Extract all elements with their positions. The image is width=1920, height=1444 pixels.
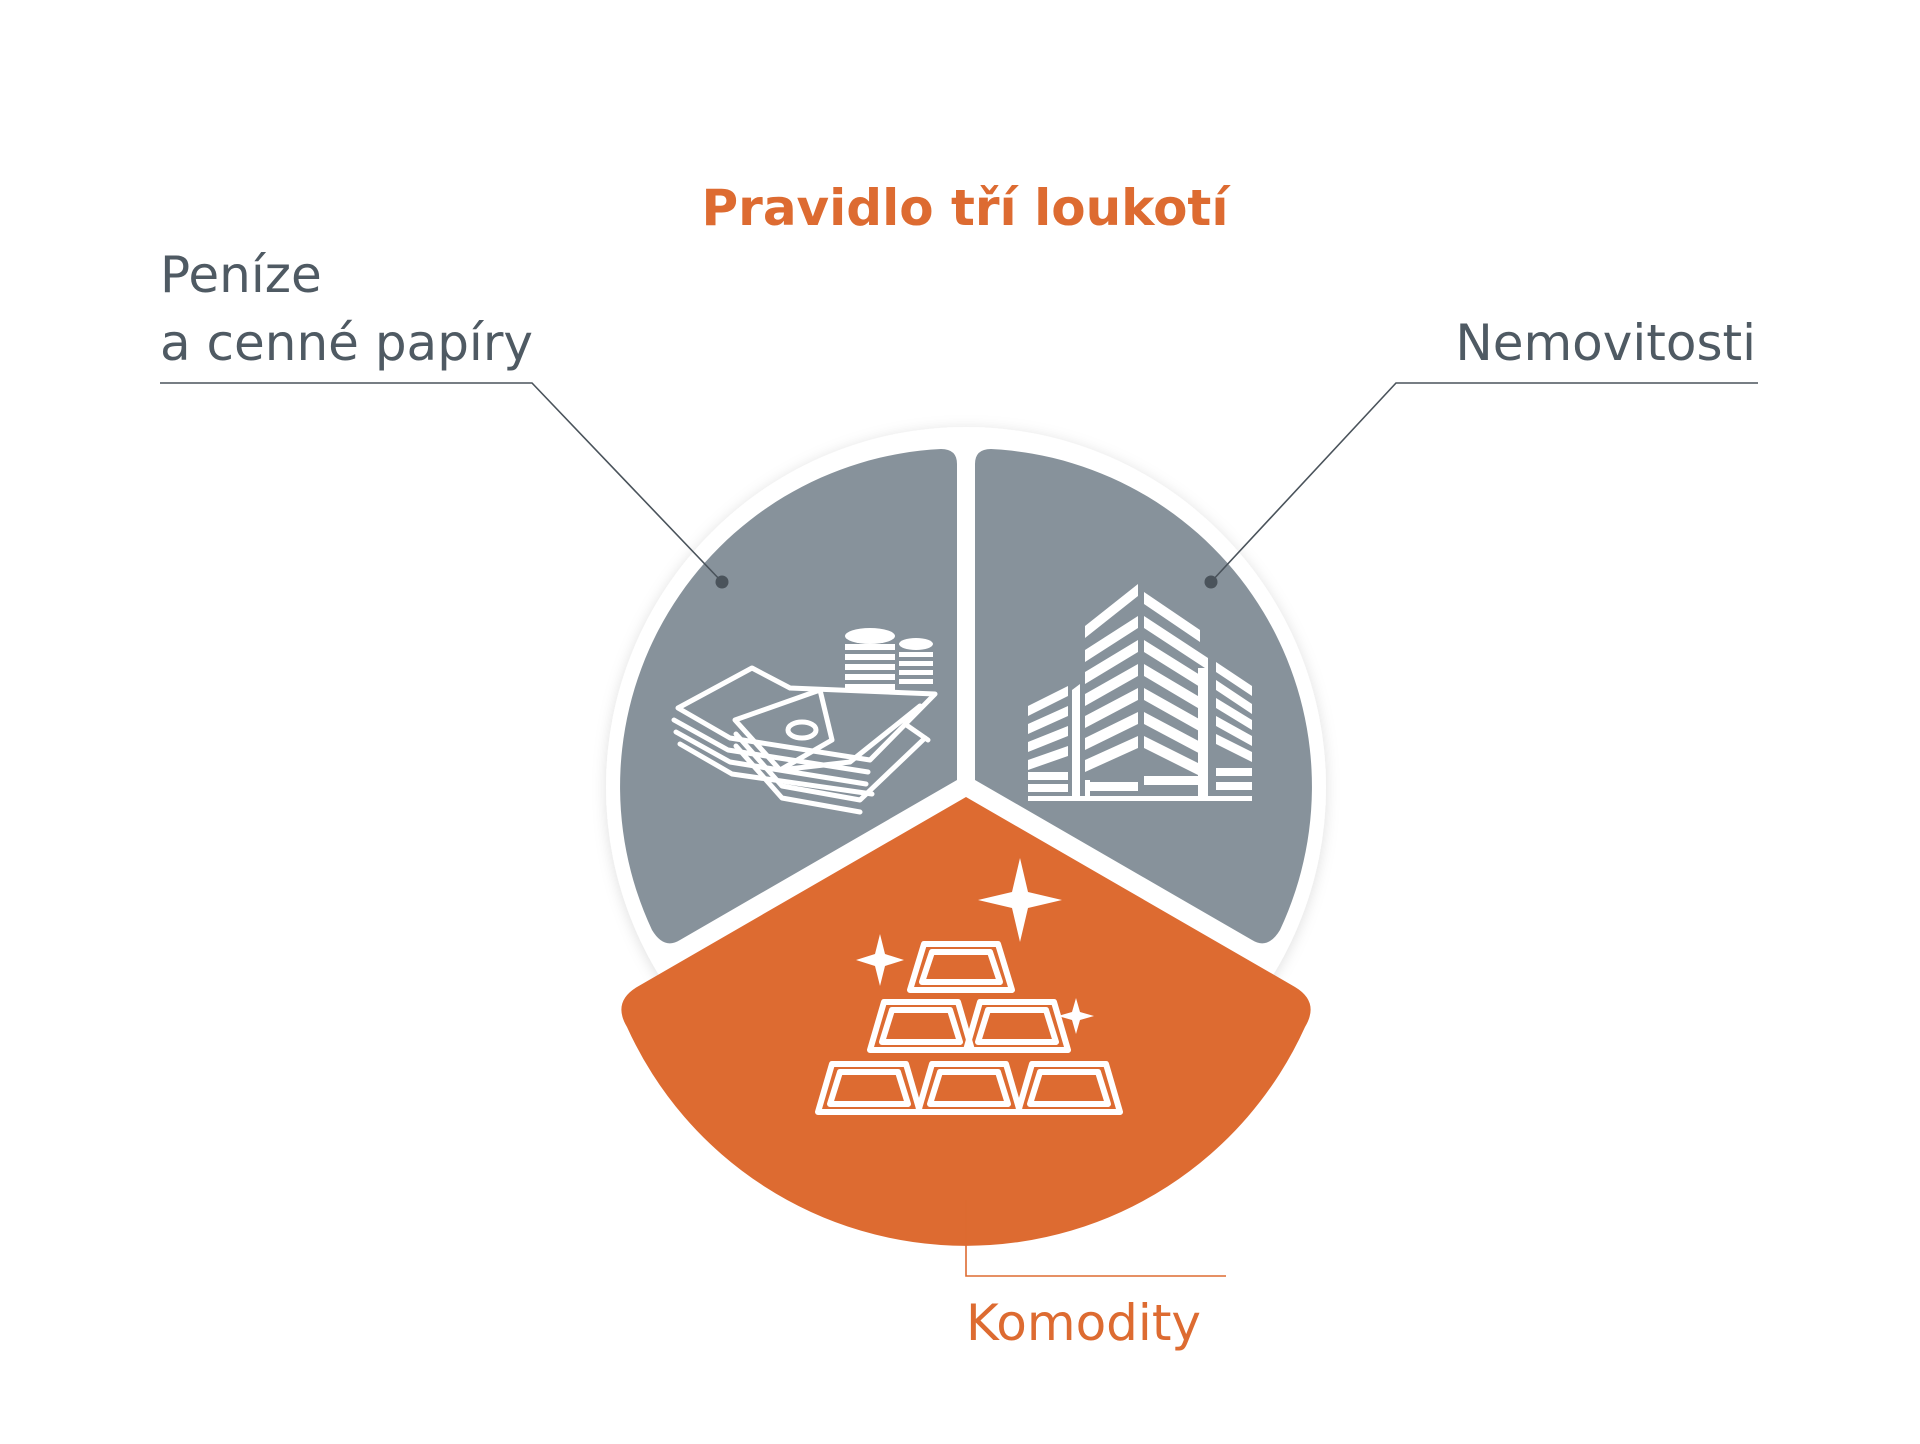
label-realestate: Nemovitosti [1455,314,1756,372]
label-money-line-2: a cenné papíry [160,314,533,372]
leader-commodities [965,1200,1226,1277]
diagram-title: Pravidlo tří loukotí [702,179,1232,237]
segment-realestate [975,449,1312,944]
segment-money [620,449,957,944]
buildings-icon [1028,584,1252,801]
leader-realestate [1204,382,1758,589]
sparkle-small-icon [1058,998,1094,1034]
leader-money [160,382,729,589]
label-money-line-1: Peníze [160,246,322,304]
label-realestate-line-1: Nemovitosti [1455,314,1756,372]
label-commodities-line-1: Komodity [966,1294,1201,1352]
gold-bars-icon [815,858,1123,1115]
label-commodities: Komodity [966,1294,1201,1352]
sparkle-large-icon [978,858,1062,942]
sparkle-left-icon [856,934,904,986]
label-money: Peníze a cenné papíry [160,246,533,372]
money-coins-icon [671,628,938,815]
